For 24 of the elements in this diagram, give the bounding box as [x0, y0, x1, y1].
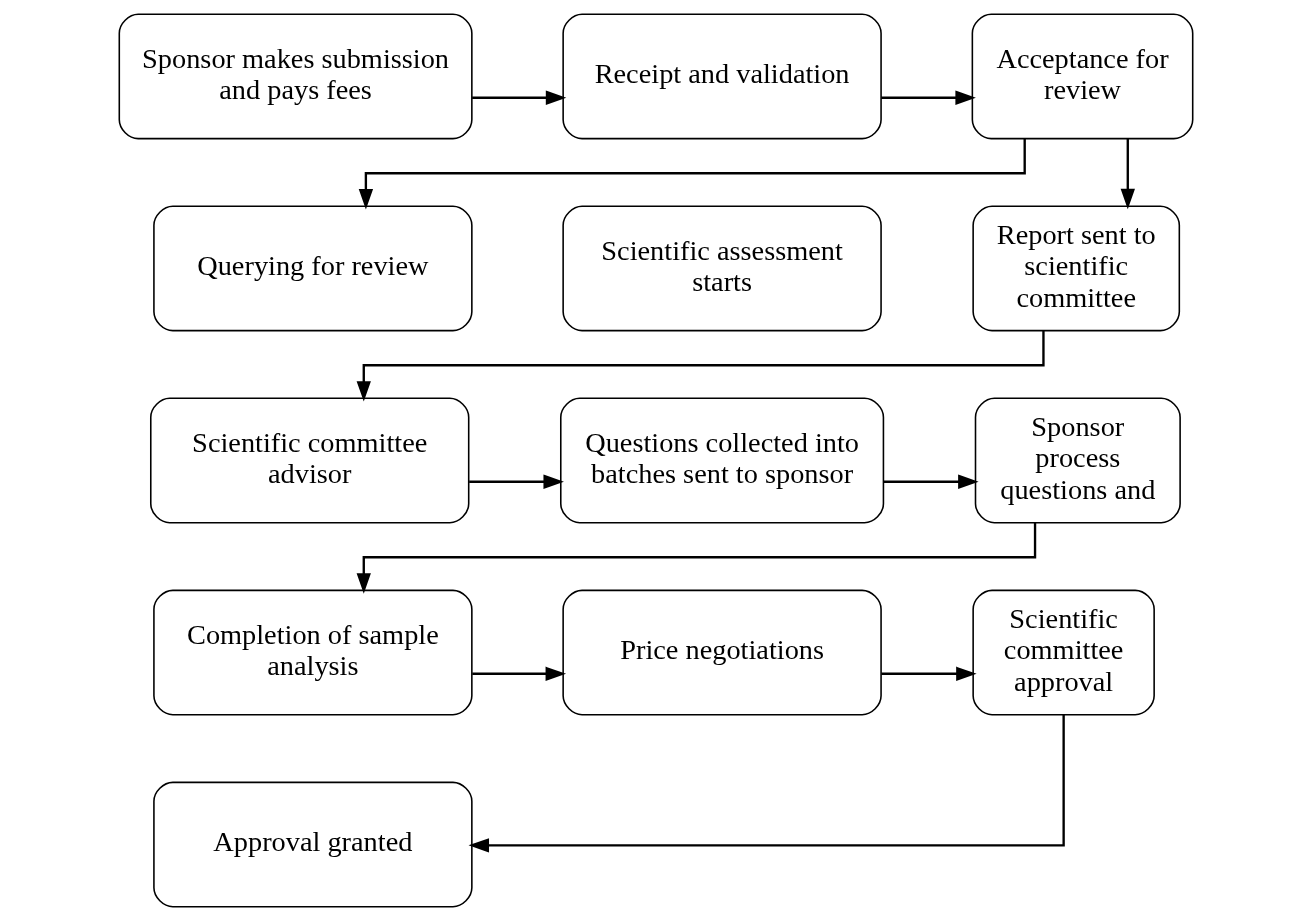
- node-box: Querying for review: [152, 205, 473, 332]
- arrow: [880, 90, 976, 105]
- node-box: Report sent to scientific committee: [971, 205, 1180, 332]
- arrow: [356, 522, 1036, 594]
- node-box: Price negotiations: [561, 589, 882, 716]
- arrow: [356, 330, 1045, 402]
- node-box: Scientific assessment starts: [561, 205, 882, 332]
- node-box: Scientific committee advisor: [149, 397, 469, 524]
- arrow: [471, 666, 566, 681]
- arrow: [880, 666, 977, 681]
- arrow: [468, 715, 1065, 853]
- node-box: Sponsor process questions and: [974, 397, 1181, 524]
- node-box: Questions collected into batches sent to sponsor: [559, 397, 884, 524]
- arrow: [358, 138, 1026, 210]
- node-box: Receipt and validation: [561, 13, 882, 140]
- node-box: Scientific committee approval: [971, 589, 1155, 716]
- node-box: Approval granted: [152, 781, 473, 908]
- arrow: [471, 90, 566, 105]
- node-box: Sponsor makes submission and pays fees: [118, 13, 473, 140]
- arrow: [1120, 138, 1135, 210]
- arrow: [468, 474, 564, 489]
- node-box: Acceptance for review: [971, 13, 1193, 140]
- arrow: [883, 474, 979, 489]
- node-box: Completion of sample analysis: [152, 589, 473, 716]
